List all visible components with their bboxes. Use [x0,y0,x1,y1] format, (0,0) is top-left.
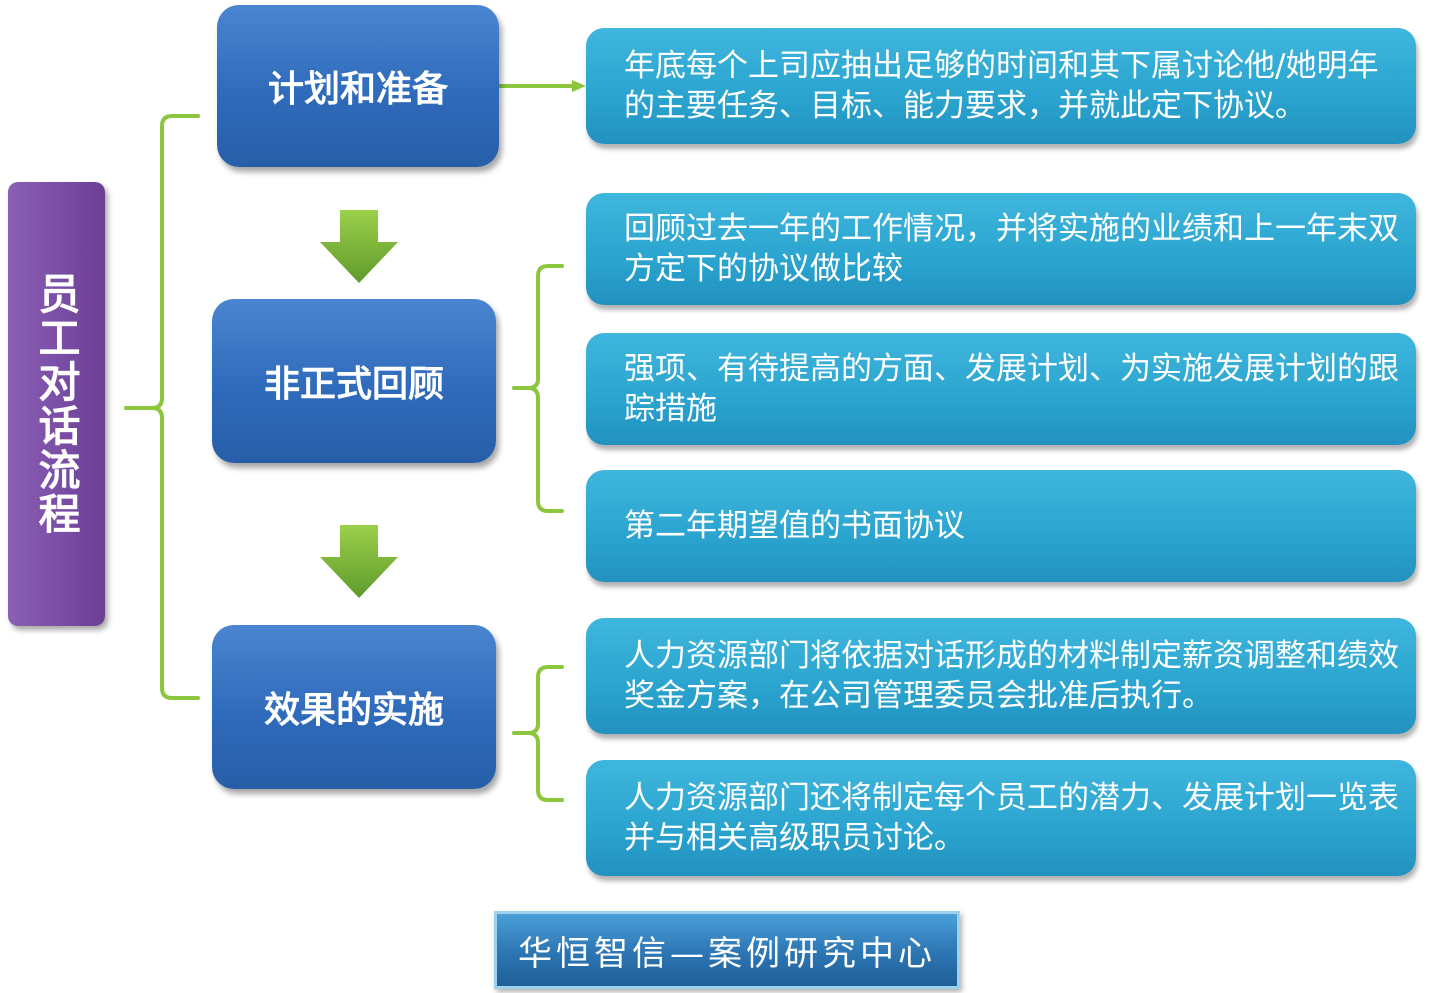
down-arrow-1 [320,210,398,283]
footer-badge: 华恒智信—案例研究中心 [494,911,960,989]
footer-text: 华恒智信—案例研究中心 [518,933,936,974]
flow-title-box: 员工对话流程 [8,182,105,626]
main-bracket [124,114,200,700]
detail-text: 第二年期望值的书面协议 [624,508,965,544]
stage1-arrowhead [572,80,586,92]
stage-plan-prepare: 计划和准备 [217,5,499,167]
flow-title: 员工对话流程 [32,272,81,536]
detail-box-review-compare: 回顾过去一年的工作情况，并将实施的业绩和上一年末双方定下的协议做比较 [586,193,1416,305]
stage2-bracket [512,264,564,513]
stage3-bracket [512,665,564,802]
stage-implementation: 效果的实施 [212,625,496,789]
detail-box-impl-salary: 人力资源部门将依据对话形成的材料制定薪资调整和绩效奖金方案，在公司管理委员会批准… [586,618,1416,734]
detail-text: 人力资源部门将依据对话形成的材料制定薪资调整和绩效奖金方案，在公司管理委员会批准… [624,638,1399,714]
detail-box-review-agreement: 第二年期望值的书面协议 [586,470,1416,582]
detail-text: 强项、有待提高的方面、发展计划、为实施发展计划的跟踪措施 [624,351,1399,427]
detail-text: 人力资源部门还将制定每个员工的潜力、发展计划一览表并与相关高级职员讨论。 [624,780,1399,856]
down-arrow-2 [320,525,398,598]
detail-box-plan: 年底每个上司应抽出足够的时间和其下属讨论他/她明年的主要任务、目标、能力要求，并… [586,28,1416,144]
stage-informal-review: 非正式回顾 [212,299,496,463]
detail-box-review-strengths: 强项、有待提高的方面、发展计划、为实施发展计划的跟踪措施 [586,333,1416,445]
detail-text: 回顾过去一年的工作情况，并将实施的业绩和上一年末双方定下的协议做比较 [624,211,1399,287]
detail-text: 年底每个上司应抽出足够的时间和其下属讨论他/她明年的主要任务、目标、能力要求，并… [624,48,1379,124]
detail-box-impl-potential: 人力资源部门还将制定每个员工的潜力、发展计划一览表并与相关高级职员讨论。 [586,760,1416,876]
